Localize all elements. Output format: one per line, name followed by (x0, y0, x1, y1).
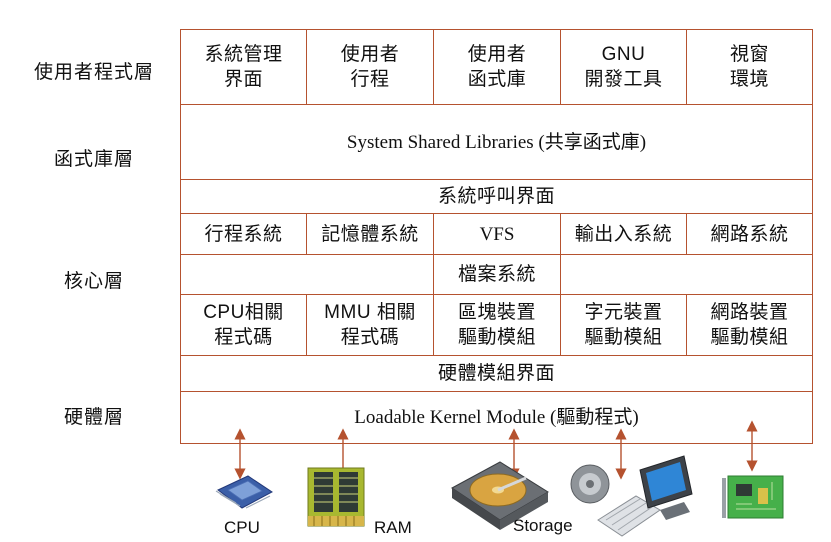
process-system-cell: 行程系統 (180, 213, 307, 255)
gnu-devtools-cell: GNU 開發工具 (560, 29, 687, 105)
loadable-module-cell: Loadable Kernel Module (驅動程式) (180, 391, 813, 444)
kernel-layer-label: 核心層 (63, 271, 124, 292)
library-layer-label: 函式庫層 (53, 149, 134, 170)
cpu-chip-icon (215, 475, 273, 509)
filesystem-cell: 檔案系統 (433, 254, 561, 295)
ram-module-icon (307, 467, 365, 527)
connection-arrows (234, 420, 758, 480)
user-process-cell: 使用者 行程 (306, 29, 434, 105)
speaker-icon (570, 464, 610, 504)
char-driver-cell: 字元裝置 驅動模組 (560, 294, 687, 356)
user-library-cell: 使用者 函式庫 (433, 29, 561, 105)
shared-libraries-cell: System Shared Libraries (共享函式庫) (180, 104, 813, 180)
net-driver-cell: 網路裝置 驅動模組 (686, 294, 813, 356)
ram-label: RAM (374, 518, 412, 537)
cpu-code-cell: CPU相關 程式碼 (180, 294, 307, 356)
mmu-code-cell: MMU 相關 程式碼 (306, 294, 434, 356)
storage-label: Storage (513, 516, 573, 535)
hard-disk-icon (451, 461, 549, 530)
window-env-cell: 視窗 環境 (686, 29, 813, 105)
user-layer-label: 使用者程式層 (33, 62, 154, 83)
hardware-layer-label: 硬體層 (63, 407, 124, 428)
network-system-cell: 網路系統 (686, 213, 813, 255)
filesystem-left-blank (180, 254, 434, 295)
network-card-icon (722, 475, 784, 519)
module-interface-cell: 硬體模組界面 (180, 355, 813, 392)
memory-system-cell: 記憶體系統 (306, 213, 434, 255)
monitor-icon (639, 455, 693, 520)
cpu-label: CPU (224, 518, 260, 537)
block-driver-cell: 區塊裝置 驅動模組 (433, 294, 561, 356)
